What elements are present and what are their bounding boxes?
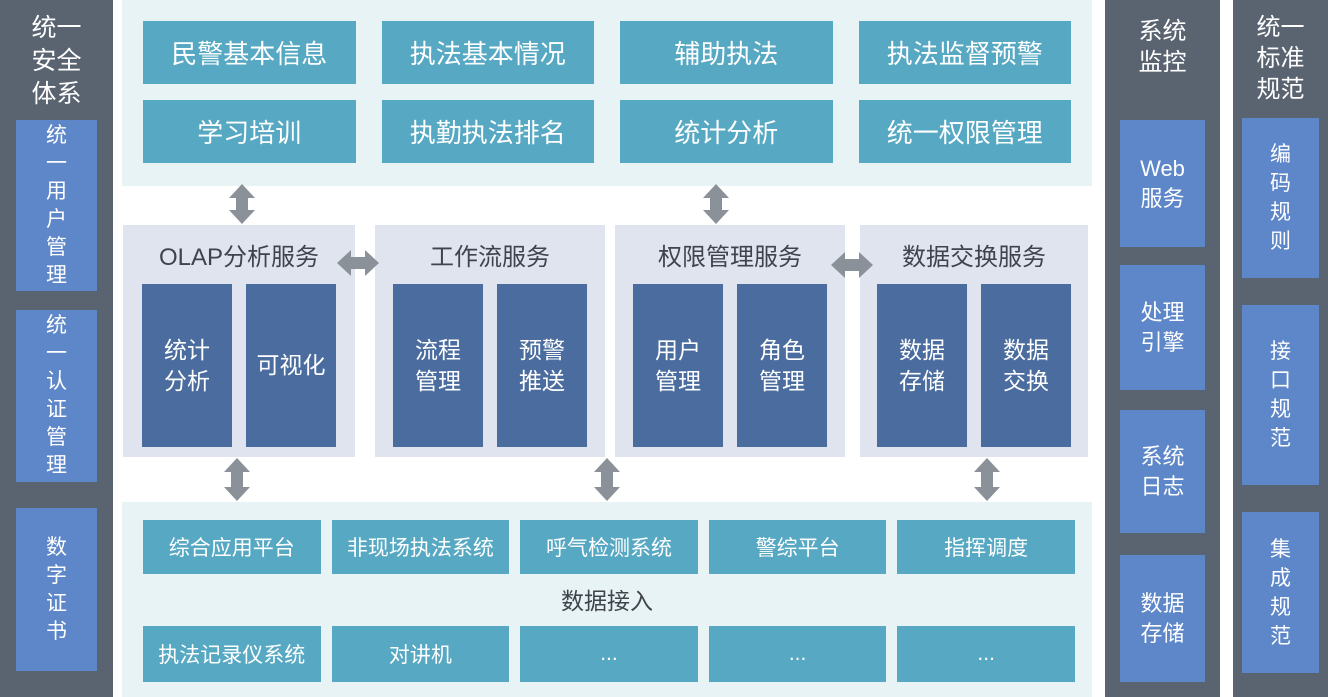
security-system-column: 统一 安全 体系 统 一 用 户 管 理 统 一 认 证 管 理 数 字 证 书 (0, 0, 113, 697)
app-box-supervision-warning: 执法监督预警 (858, 21, 1071, 84)
app-box-statistical-analysis: 统计分析 (620, 100, 833, 163)
service-modules: 流程 管理 预警 推送 (375, 284, 605, 447)
app-box-learning-training: 学习培训 (143, 100, 356, 163)
security-item-unified-auth-management: 统 一 认 证 管 理 (16, 310, 97, 482)
source-box-integrated-platform: 综合应用平台 (143, 520, 321, 574)
application-layer-panel: 民警基本信息 执法基本情况 辅助执法 执法监督预警 学习培训 执勤执法排名 统计… (122, 0, 1092, 186)
standard-item-integration-spec: 集 成 规 范 (1242, 512, 1319, 673)
monitor-item-process-engine: 处理 引擎 (1120, 265, 1205, 390)
standards-column-title: 统一 标准 规范 (1256, 14, 1305, 103)
system-monitoring-column: 系统 监控 Web 服务 处理 引擎 系统 日志 数据 存储 (1105, 0, 1220, 697)
monitor-item-system-log: 系统 日志 (1120, 410, 1205, 533)
source-box-offsite-enforcement: 非现场执法系统 (331, 520, 510, 574)
vertical-double-arrow-icon (224, 458, 250, 501)
service-card-data-exchange: 数据交换服务 数据 存储 数据 交换 (860, 225, 1088, 457)
module-process-management: 流程 管理 (393, 284, 483, 447)
unified-standards-column: 统一 标准 规范 编 码 规 则 接 口 规 范 集 成 规 范 (1233, 0, 1328, 697)
application-button-grid: 民警基本信息 执法基本情况 辅助执法 执法监督预警 学习培训 执勤执法排名 统计… (143, 21, 1071, 163)
module-data-storage: 数据 存储 (877, 284, 967, 447)
monitor-item-data-storage: 数据 存储 (1120, 555, 1205, 682)
security-column-title: 统一 安全 体系 (31, 14, 82, 108)
module-visualization: 可视化 (246, 284, 336, 447)
device-box-ellipsis: ... (708, 626, 887, 682)
device-box-body-camera-system: 执法记录仪系统 (143, 626, 321, 682)
vertical-double-arrow-icon (703, 184, 729, 224)
standard-item-interface-spec: 接 口 规 范 (1242, 305, 1319, 485)
service-card-title: 工作流服务 (430, 243, 550, 271)
monitor-item-web-service: Web 服务 (1120, 120, 1205, 247)
app-box-unified-permissions: 统一权限管理 (858, 100, 1071, 163)
service-card-permission: 权限管理服务 用户 管理 角色 管理 (615, 225, 845, 457)
data-access-label: 数据接入 (561, 588, 653, 614)
service-card-title: 权限管理服务 (658, 243, 802, 271)
source-box-police-platform: 警综平台 (708, 520, 887, 574)
source-box-command-dispatch: 指挥调度 (897, 520, 1075, 574)
security-item-unified-user-management: 统 一 用 户 管 理 (16, 120, 97, 291)
app-box-assisted-enforcement: 辅助执法 (620, 21, 833, 84)
service-card-title: OLAP分析服务 (158, 243, 320, 271)
service-card-title: 数据交换服务 (902, 243, 1046, 271)
service-modules: 统计 分析 可视化 (123, 284, 355, 447)
device-box-ellipsis: ... (520, 626, 698, 682)
security-item-digital-certificate: 数 字 证 书 (16, 508, 97, 671)
module-statistical-analysis: 统计 分析 (142, 284, 232, 447)
source-box-breath-test-system: 呼气检测系统 (520, 520, 698, 574)
service-card-workflow: 工作流服务 流程 管理 预警 推送 (375, 225, 605, 457)
device-box-ellipsis: ... (897, 626, 1075, 682)
service-card-olap: OLAP分析服务 统计 分析 可视化 (123, 225, 355, 457)
module-user-management: 用户 管理 (633, 284, 723, 447)
module-data-exchange: 数据 交换 (981, 284, 1071, 447)
device-row: 执法记录仪系统 对讲机 ... ... ... (143, 626, 1075, 682)
module-warning-push: 预警 推送 (497, 284, 587, 447)
app-box-enforcement-basics: 执法基本情况 (381, 21, 594, 84)
horizontal-double-arrow-icon (337, 250, 379, 276)
device-box-walkie-talkie: 对讲机 (331, 626, 510, 682)
standard-item-coding-rules: 编 码 规 则 (1242, 118, 1319, 278)
data-access-panel: 综合应用平台 非现场执法系统 呼气检测系统 警综平台 指挥调度 数据接入 执法记… (122, 502, 1092, 697)
service-modules: 数据 存储 数据 交换 (860, 284, 1088, 447)
vertical-double-arrow-icon (594, 458, 620, 501)
source-system-row: 综合应用平台 非现场执法系统 呼气检测系统 警综平台 指挥调度 (143, 520, 1075, 574)
vertical-double-arrow-icon (229, 184, 255, 224)
monitoring-column-title: 系统 监控 (1138, 18, 1187, 76)
app-box-police-basic-info: 民警基本信息 (143, 21, 356, 84)
vertical-double-arrow-icon (974, 458, 1000, 501)
module-role-management: 角色 管理 (737, 284, 827, 447)
horizontal-double-arrow-icon (831, 252, 873, 278)
app-box-duty-ranking: 执勤执法排名 (381, 100, 594, 163)
service-modules: 用户 管理 角色 管理 (615, 284, 845, 447)
